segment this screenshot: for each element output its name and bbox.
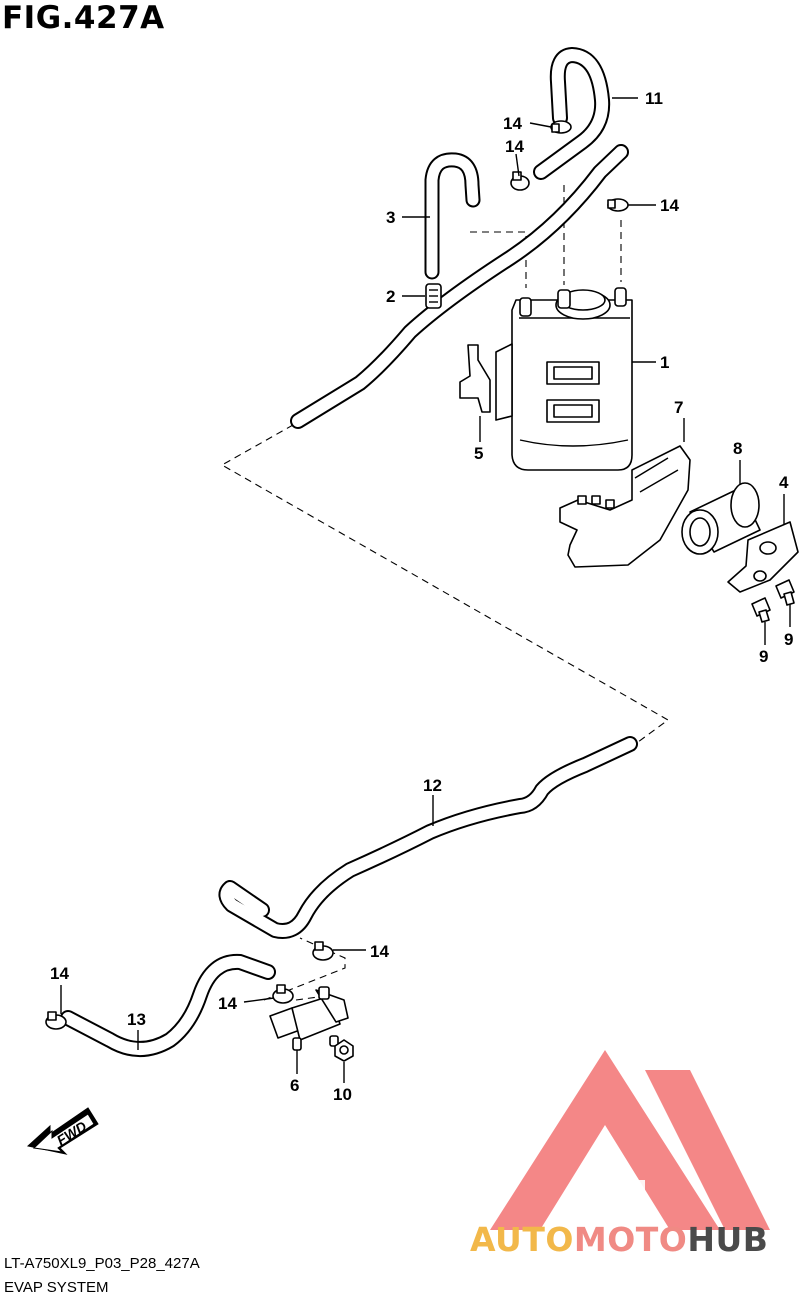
callout-9-right: 9 — [784, 630, 793, 649]
canister-1[interactable] — [511, 287, 633, 471]
bracket-7[interactable] — [559, 445, 691, 568]
callout-13: 13 — [127, 1010, 146, 1029]
bracket-4[interactable] — [727, 521, 799, 593]
callout-14-b: 14 — [505, 137, 524, 156]
hose-13[interactable] — [60, 953, 276, 1057]
callout-3: 3 — [386, 208, 395, 227]
callout-12: 12 — [423, 776, 442, 795]
callout-5: 5 — [474, 444, 483, 463]
callout-10: 10 — [333, 1085, 352, 1104]
nut-10[interactable] — [334, 1039, 354, 1062]
callout-1: 1 — [660, 353, 669, 372]
bolt-9-left[interactable] — [751, 597, 771, 623]
callout-4: 4 — [779, 473, 789, 492]
watermark-hub: HUB — [687, 1220, 769, 1259]
callout-14-f: 14 — [50, 964, 69, 983]
callout-9-left: 9 — [759, 647, 768, 666]
hose-vent-line[interactable] — [290, 144, 629, 429]
clamp-14-d[interactable] — [312, 941, 334, 961]
callout-14-c: 14 — [660, 196, 679, 215]
watermark-moto: MOTO — [573, 1220, 688, 1259]
diagram-code: LT-A750XL9_P03_P28_427A — [4, 1255, 200, 1272]
bolt-9-right[interactable] — [775, 579, 795, 606]
hose-11[interactable] — [533, 47, 611, 180]
watermark-logo — [490, 1050, 770, 1230]
clamp-14-b[interactable] — [510, 171, 530, 191]
callout-8: 8 — [733, 439, 742, 458]
diagram-name: EVAP SYSTEM — [4, 1279, 109, 1296]
purge-valve-6[interactable] — [269, 986, 349, 1051]
watermark-text: AUTOMOTOHUB — [470, 1220, 768, 1259]
clamp-14-a[interactable] — [550, 120, 572, 134]
callout-14-a: 14 — [503, 114, 522, 133]
fwd-arrow: FWD — [26, 1107, 99, 1155]
hose-3[interactable] — [424, 152, 481, 280]
callout-2: 2 — [386, 287, 395, 306]
callout-14-d: 14 — [370, 942, 389, 961]
callout-7: 7 — [674, 398, 683, 417]
hose-12[interactable] — [218, 736, 638, 939]
watermark-auto: AUTO — [470, 1220, 574, 1259]
clamp-14-c[interactable] — [607, 198, 629, 212]
figure-title: FIG.427A — [2, 0, 165, 36]
callout-14-e: 14 — [218, 994, 237, 1013]
leader-lines — [60, 97, 791, 1083]
bracket-5[interactable] — [459, 343, 513, 421]
cushion-8[interactable] — [681, 482, 761, 555]
connector-2[interactable] — [425, 283, 442, 309]
clamp-14-f[interactable] — [45, 1011, 67, 1030]
callout-6: 6 — [290, 1076, 299, 1095]
clamp-14-e[interactable] — [272, 984, 294, 1004]
callout-11: 11 — [645, 89, 663, 108]
